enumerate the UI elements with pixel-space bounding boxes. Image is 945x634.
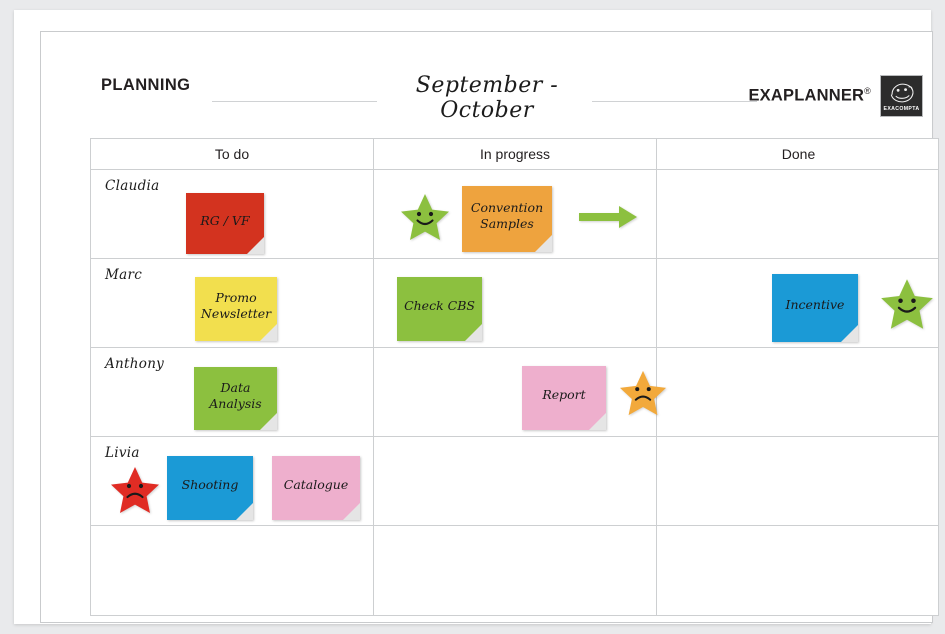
registered-mark: ® (864, 86, 871, 97)
cell-empty-done[interactable] (657, 526, 940, 616)
cell-claudia-inprogress[interactable]: Convention Samples (374, 170, 656, 258)
cell-marc-todo[interactable]: Marc Promo Newsletter (91, 259, 373, 347)
column-header-done: Done (781, 146, 816, 162)
sticky-note[interactable]: Data Analysis (194, 367, 277, 430)
exacompta-logo: EXACOMPTA (880, 75, 923, 117)
grid-row-divider-1 (91, 258, 938, 259)
column-header-inprogress: In progress (479, 146, 551, 162)
star-frown-orange[interactable] (618, 369, 668, 417)
logo-wordmark: EXACOMPTA (883, 105, 920, 112)
star-smile-green[interactable] (399, 192, 451, 242)
person-label-anthony: Anthony (105, 356, 165, 372)
sticky-note[interactable]: Convention Samples (462, 186, 552, 252)
sticky-note-text: Convention Samples (470, 200, 544, 231)
cell-livia-done[interactable] (657, 437, 940, 525)
grid-row-divider-3 (91, 436, 938, 437)
sticky-note-text: Promo Newsletter (200, 290, 272, 321)
cell-empty-todo[interactable] (91, 526, 373, 616)
sticky-note[interactable]: Promo Newsletter (195, 277, 277, 341)
arrow-right-green[interactable] (579, 206, 637, 228)
sticky-note-text: Shooting (181, 477, 239, 493)
grid-column-divider-2 (656, 139, 657, 615)
sticky-note-text: RG / VF (200, 212, 250, 228)
grid-header-divider (91, 169, 938, 170)
cell-claudia-done[interactable] (657, 170, 940, 258)
person-label-livia: Livia (105, 445, 140, 461)
sticky-note[interactable]: Report (522, 366, 606, 430)
brand-block: EXAPLANNER® EX (748, 75, 923, 117)
person-label-marc: Marc (105, 267, 143, 283)
grid-column-divider-1 (373, 139, 374, 615)
whiteboard-frame: PLANNING September - October EXAPLANNER® (14, 10, 939, 624)
column-header-todo: To do (214, 146, 250, 162)
sticky-note-text: Check CBS (404, 298, 475, 314)
board-header: PLANNING September - October EXAPLANNER® (72, 55, 927, 123)
exacompta-face-icon (890, 83, 914, 102)
sticky-note-text: Incentive (785, 297, 845, 313)
cell-anthony-todo[interactable]: Anthony Data Analysis (91, 348, 373, 436)
grid-row-divider-2 (91, 347, 938, 348)
cell-marc-done[interactable]: Incentive (657, 259, 940, 347)
whiteboard-surface: PLANNING September - October EXAPLANNER® (42, 33, 939, 621)
header-rule-right (592, 101, 757, 102)
sticky-note[interactable]: Check CBS (397, 277, 482, 341)
cell-anthony-done[interactable] (657, 348, 940, 436)
sticky-note[interactable]: RG / VF (186, 193, 264, 254)
grid-row-divider-4 (91, 525, 938, 526)
star-smile-green[interactable] (879, 277, 935, 331)
sticky-note-text: Report (542, 387, 586, 403)
sticky-note-text: Catalogue (283, 477, 349, 493)
sticky-note-text: Data Analysis (209, 379, 262, 411)
planning-grid: To do In progress Done Claudia RG / VF (90, 138, 939, 616)
cell-marc-inprogress[interactable]: Check CBS (374, 259, 656, 347)
brand-name: EXAPLANNER® (748, 86, 871, 106)
person-label-claudia: Claudia (105, 178, 160, 194)
sticky-note[interactable]: Incentive (772, 274, 858, 342)
page-title: PLANNING (101, 76, 191, 94)
cell-claudia-todo[interactable]: Claudia RG / VF (91, 170, 373, 258)
star-frown-red[interactable] (109, 465, 161, 515)
header-rule-left (212, 101, 377, 102)
cell-empty-inprogress[interactable] (374, 526, 656, 616)
sticky-note[interactable]: Shooting (167, 456, 253, 520)
brand-name-text: EXAPLANNER (748, 86, 865, 105)
sticky-note[interactable]: Catalogue (272, 456, 360, 520)
cell-livia-inprogress[interactable] (374, 437, 656, 525)
cell-anthony-inprogress[interactable]: Report (374, 348, 667, 436)
cell-livia-todo[interactable]: Livia Shooting Catalogue (91, 437, 373, 525)
period-title: September - October (415, 73, 559, 123)
